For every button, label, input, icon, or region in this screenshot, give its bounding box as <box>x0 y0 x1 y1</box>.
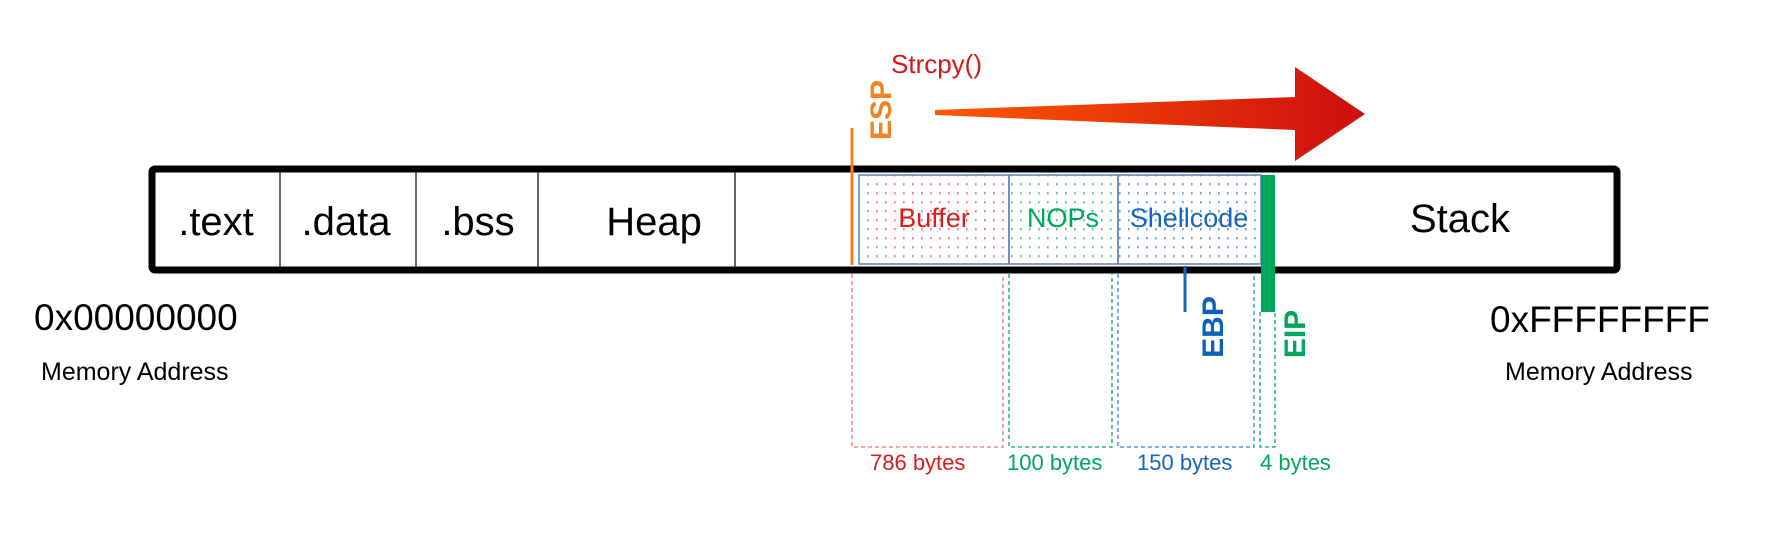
segment-bss: .bss <box>441 200 514 244</box>
nops-size-bracket <box>1008 274 1113 448</box>
ebp-label: EBP <box>1197 296 1230 358</box>
segment-dividers <box>279 172 736 267</box>
high-address-caption: Memory Address <box>1505 358 1693 386</box>
buffer-label: Buffer <box>898 203 970 233</box>
nops-region <box>1008 174 1119 265</box>
high-address: 0xFFFFFFFF <box>1490 299 1710 340</box>
buffer-size-label: 786 bytes <box>870 450 965 475</box>
eip-bar <box>1261 175 1275 312</box>
low-address: 0x00000000 <box>34 297 238 338</box>
strcpy-direction-arrow <box>935 67 1365 161</box>
eip-size-bracket <box>1259 312 1276 448</box>
segment-heap: Heap <box>606 200 702 244</box>
segment-text: .text <box>178 200 254 244</box>
nops-label: NOPs <box>1027 203 1099 233</box>
buffer-size-bracket <box>851 274 1004 448</box>
nops-size-label: 100 bytes <box>1007 450 1102 475</box>
eip-size-label: 4 bytes <box>1260 450 1331 475</box>
shellcode-label: Shellcode <box>1130 203 1249 233</box>
shellcode-size-label: 150 bytes <box>1137 450 1232 475</box>
low-address-caption: Memory Address <box>41 358 229 386</box>
strcpy-label: Strcpy() <box>891 49 982 79</box>
shellcode-size-bracket <box>1117 274 1255 448</box>
buffer-region <box>858 174 1010 265</box>
eip-label: EIP <box>1279 310 1312 358</box>
segment-data: .data <box>302 200 392 244</box>
shellcode-region <box>1117 174 1262 265</box>
segment-stack: Stack <box>1410 197 1511 241</box>
esp-label: ESP <box>865 80 898 140</box>
